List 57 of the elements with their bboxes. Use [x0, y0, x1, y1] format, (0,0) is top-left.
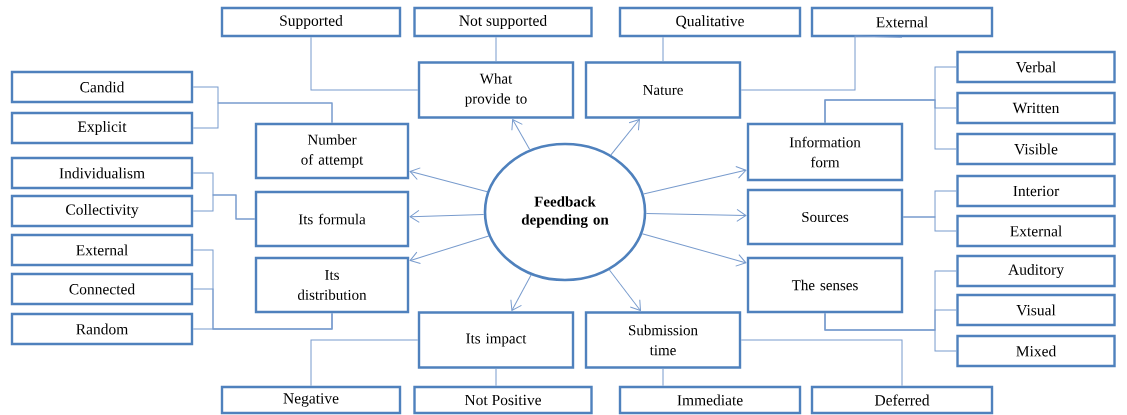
item-box: Negative: [220, 385, 402, 415]
item-box: Supported: [220, 6, 402, 38]
category-box: What provide to: [417, 61, 575, 119]
item-box: Immediate: [618, 385, 802, 415]
connector-line: [662, 368, 664, 387]
category-box: Number of attempt: [254, 122, 410, 180]
item-box: Verbal: [956, 50, 1116, 84]
item-box: Candid: [10, 70, 194, 104]
category-box: Its formula: [254, 190, 410, 248]
connector-line: [495, 368, 497, 387]
arrow: [610, 118, 640, 156]
category-box: Sources: [746, 188, 904, 246]
item-box: Deferred: [810, 385, 994, 415]
item-box: Connected: [10, 272, 194, 306]
arrow: [409, 209, 485, 223]
connector-line: [192, 194, 256, 220]
connector-line: [192, 102, 333, 129]
item-box: Explicit: [10, 111, 194, 145]
connector-line: [310, 339, 419, 387]
connector-line: [495, 36, 497, 62]
item-box: Visible: [956, 132, 1116, 166]
connector-line: [824, 312, 957, 352]
item-box: Not Positive: [413, 385, 593, 415]
item-box: Not supported: [413, 6, 593, 38]
item-box: Interior: [956, 174, 1116, 208]
arrow: [511, 119, 531, 151]
arrow: [645, 208, 747, 222]
item-box: Collectivity: [10, 194, 194, 228]
arrow: [510, 274, 532, 311]
connector-line: [740, 339, 903, 387]
item-box: Mixed: [956, 334, 1116, 368]
connector-line: [192, 312, 333, 330]
item-box: Random: [10, 312, 194, 346]
category-box: Its impact: [417, 311, 575, 369]
arrow: [409, 167, 488, 193]
connector-line: [740, 35, 903, 91]
arrow: [641, 233, 747, 267]
item-box: External: [10, 233, 194, 267]
connector-line: [310, 36, 419, 91]
arrow: [643, 165, 747, 195]
item-box: Individualism: [10, 156, 194, 190]
category-box: The senses: [746, 256, 904, 314]
arrow: [409, 235, 490, 265]
category-box: Information form: [746, 122, 904, 182]
category-box: Its distribution: [254, 256, 410, 314]
item-box: External: [956, 214, 1116, 248]
connector-line: [902, 216, 957, 232]
category-box: Nature: [584, 61, 742, 119]
item-box: Auditory: [956, 254, 1116, 288]
item-box: External: [810, 6, 994, 38]
category-box: Submission time: [584, 311, 742, 369]
item-box: Visual: [956, 293, 1116, 327]
connector-line: [824, 99, 957, 150]
item-box: Written: [956, 91, 1116, 125]
item-box: Qualitative: [618, 6, 802, 38]
connector-line: [662, 36, 664, 62]
arrow: [608, 269, 641, 312]
